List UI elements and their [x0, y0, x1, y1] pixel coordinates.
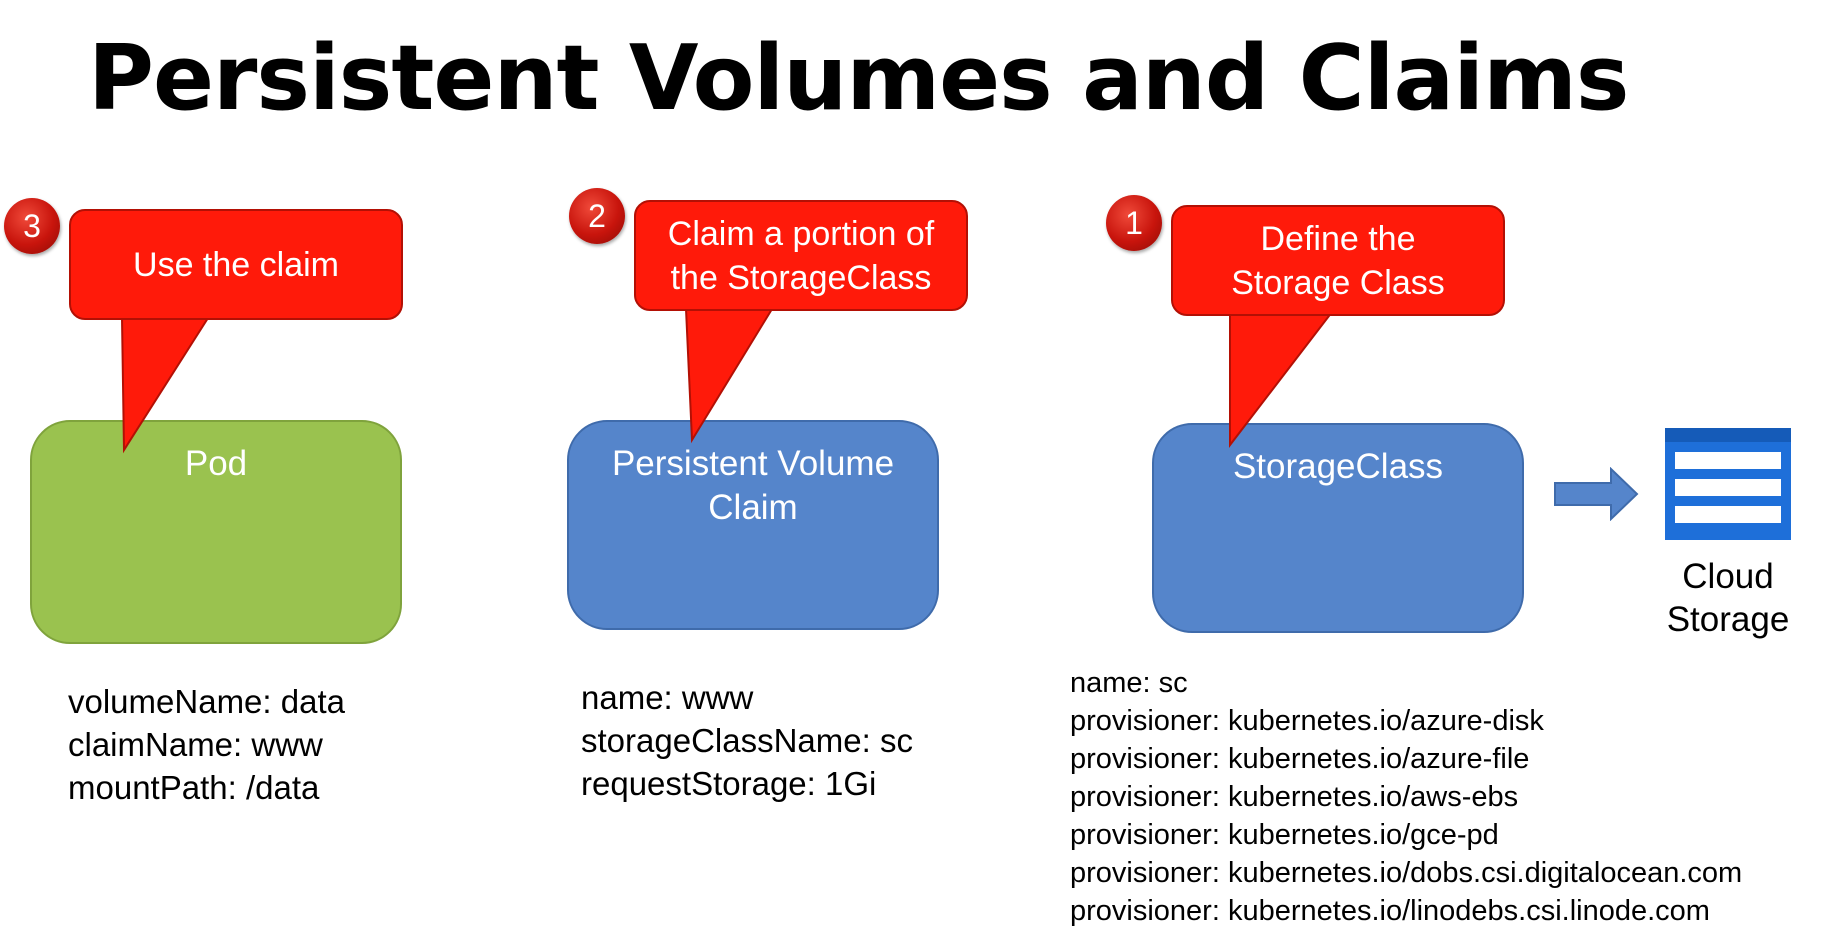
step-1-badge: 1 [1106, 195, 1162, 251]
sc-prop-provisioner-azure-file: provisioner: kubernetes.io/azure-file [1070, 743, 1530, 775]
pod-prop-mount-path: mountPath: /data [68, 769, 320, 806]
pvc-callout: Claim a portion of the StorageClass [634, 200, 968, 311]
right-arrow-icon [1554, 467, 1639, 521]
pod-callout: Use the claim [69, 209, 403, 320]
pod-prop-claim-name: claimName: www [68, 726, 323, 763]
pod-callout-tail [120, 317, 210, 454]
pod-properties: volumeName: data claimName: www mountPat… [68, 680, 345, 809]
pvc-box: Persistent Volume Claim [567, 420, 939, 630]
sc-callout: Define the Storage Class [1171, 205, 1505, 316]
sc-prop-provisioner-digitalocean: provisioner: kubernetes.io/dobs.csi.digi… [1070, 857, 1743, 889]
sc-prop-provisioner-linode: provisioner: kubernetes.io/linodebs.csi.… [1070, 895, 1710, 927]
pvc-prop-storage-class-name: storageClassName: sc [581, 722, 913, 759]
cloud-storage-icon [1665, 428, 1791, 540]
storageclass-properties: name: sc provisioner: kubernetes.io/azur… [1070, 664, 1742, 930]
sc-callout-tail [1229, 311, 1335, 448]
step-2-badge: 2 [569, 188, 625, 244]
sc-prop-provisioner-gce-pd: provisioner: kubernetes.io/gce-pd [1070, 819, 1499, 851]
sc-prop-provisioner-azure-disk: provisioner: kubernetes.io/azure-disk [1070, 705, 1544, 737]
pvc-box-label: Persistent Volume Claim [611, 444, 895, 527]
step-3-badge: 3 [4, 198, 60, 254]
pvc-prop-request-storage: requestStorage: 1Gi [581, 765, 877, 802]
pvc-callout-tail [684, 308, 774, 444]
storageclass-box-label: StorageClass [1232, 447, 1444, 486]
cloud-storage-label: Cloud Storage [1666, 557, 1790, 639]
sc-prop-provisioner-aws-ebs: provisioner: kubernetes.io/aws-ebs [1070, 781, 1519, 813]
pvc-prop-name: name: www [581, 679, 754, 716]
pod-box: Pod [30, 420, 402, 644]
pod-box-label: Pod [184, 444, 248, 483]
pvc-properties: name: www storageClassName: sc requestSt… [581, 676, 913, 805]
storageclass-box: StorageClass [1152, 423, 1524, 633]
page-title: Persistent Volumes and Claims [88, 26, 1629, 131]
sc-callout-text: Define the Storage Class [1231, 219, 1445, 302]
sc-prop-name: name: sc [1070, 667, 1188, 699]
pod-callout-text: Use the claim [133, 245, 339, 284]
pod-prop-volume-name: volumeName: data [68, 683, 345, 720]
pvc-callout-text: Claim a portion of the StorageClass [667, 214, 935, 297]
